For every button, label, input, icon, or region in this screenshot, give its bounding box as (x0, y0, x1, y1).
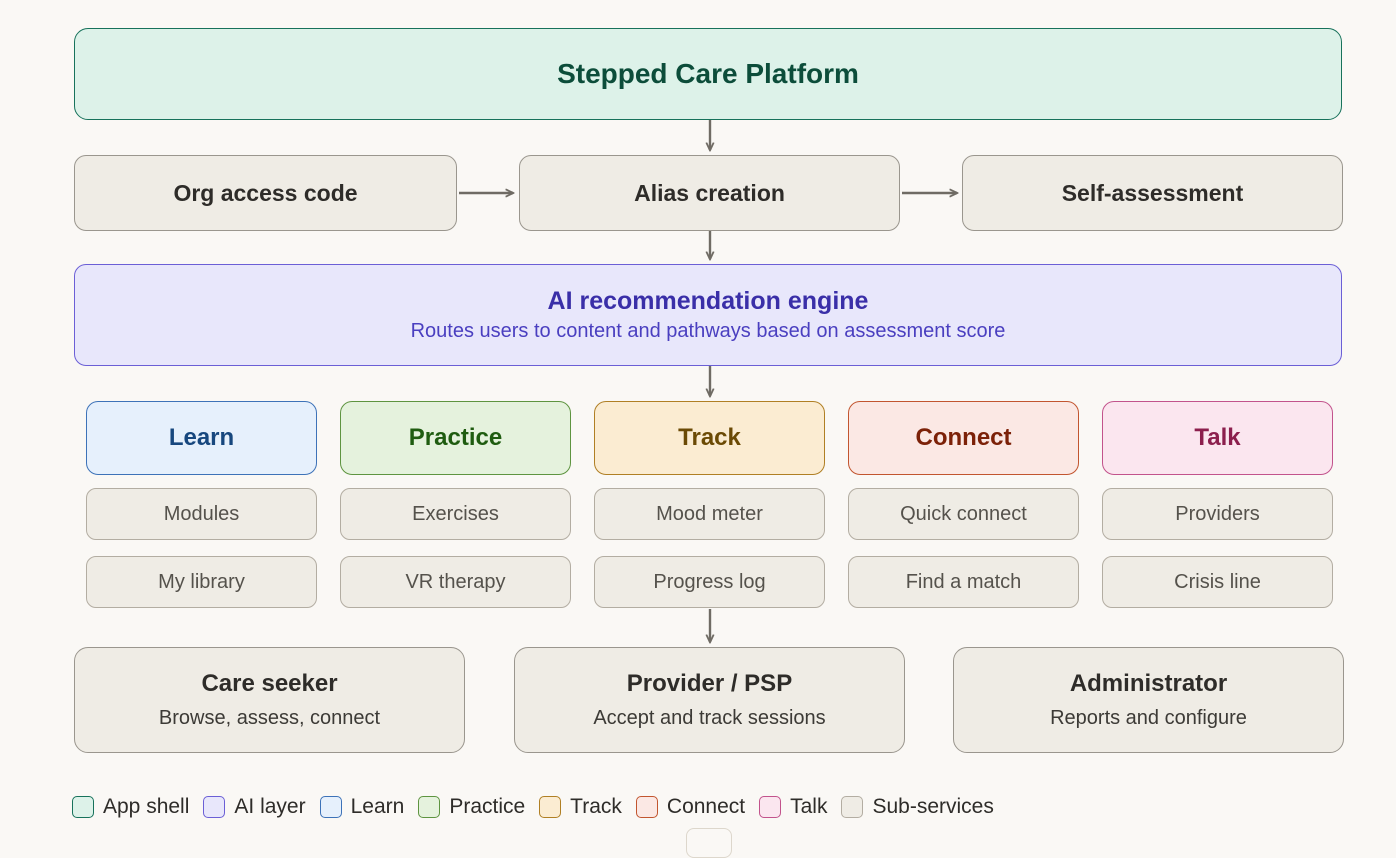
category-label: Talk (1194, 424, 1241, 452)
role-title: Care seeker (201, 670, 338, 698)
category-card-talk[interactable]: Talk (1102, 401, 1333, 475)
legend-label: Practice (449, 795, 526, 818)
sub-service-label: Quick connect (900, 502, 1027, 525)
ai-engine-subtitle: Routes users to content and pathways bas… (410, 320, 1006, 343)
role-title: Administrator (1069, 670, 1228, 698)
legend-label: App shell (103, 795, 190, 818)
sub-service-label: Modules (163, 502, 240, 525)
legend-item-ai-layer: AI layer (203, 795, 306, 819)
legend-swatch-icon (759, 796, 782, 818)
legend-swatch-icon (841, 796, 864, 818)
role-node-provider-psp[interactable]: Provider / PSP Accept and track sessions (514, 647, 905, 753)
legend-swatch-icon (635, 796, 658, 818)
sub-service-label: VR therapy (405, 570, 506, 593)
legend-label: Learn (350, 795, 405, 818)
role-subtitle: Reports and configure (1050, 706, 1247, 729)
ai-engine-node[interactable]: AI recommendation engine Routes users to… (74, 264, 1342, 366)
category-label: Connect (915, 424, 1012, 452)
role-title: Provider / PSP (626, 670, 793, 698)
flow-node-self-assessment[interactable]: Self-assessment (962, 155, 1343, 231)
sub-service-find-a-match[interactable]: Find a match (848, 556, 1079, 608)
flow-node-label: Alias creation (634, 179, 785, 206)
legend-swatch-icon (203, 796, 226, 818)
legend-swatch-icon (72, 796, 94, 818)
sub-service-label: Providers (1175, 502, 1260, 525)
sub-service-exercises[interactable]: Exercises (340, 488, 571, 540)
legend-item-track: Track (539, 795, 622, 819)
legend-item-practice: Practice (418, 795, 525, 819)
flow-node-label: Org access code (173, 179, 358, 206)
legend-label: Connect (666, 795, 746, 818)
sub-service-quick-connect[interactable]: Quick connect (848, 488, 1079, 540)
sub-service-label: Progress log (653, 570, 766, 593)
sub-service-modules[interactable]: Modules (86, 488, 317, 540)
role-node-administrator[interactable]: Administrator Reports and configure (953, 647, 1344, 753)
legend-item-talk: Talk (759, 795, 827, 819)
sub-service-progress-log[interactable]: Progress log (594, 556, 825, 608)
category-card-practice[interactable]: Practice (340, 401, 571, 475)
sub-service-label: Mood meter (656, 502, 763, 525)
flow-node-org-access-code[interactable]: Org access code (74, 155, 457, 231)
category-label: Practice (408, 424, 503, 452)
flow-node-alias-creation[interactable]: Alias creation (519, 155, 900, 231)
role-subtitle: Browse, assess, connect (158, 706, 381, 729)
clipped-node-bottom (686, 828, 732, 858)
connector-arrows (459, 120, 1396, 840)
legend-swatch-icon (539, 796, 562, 818)
sub-service-vr-therapy[interactable]: VR therapy (340, 556, 571, 608)
category-label: Learn (168, 424, 235, 452)
legend-item-app-shell: App shell (72, 795, 189, 819)
ai-engine-title: AI recommendation engine (547, 286, 869, 315)
sub-service-providers[interactable]: Providers (1102, 488, 1333, 540)
legend-swatch-icon (418, 796, 441, 818)
category-card-track[interactable]: Track (594, 401, 825, 475)
sub-service-label: My library (158, 570, 245, 593)
legend-swatch-icon (319, 796, 342, 818)
app-shell-label: Stepped Care Platform (557, 57, 859, 89)
app-shell-node[interactable]: Stepped Care Platform (74, 28, 1342, 120)
legend-item-learn: Learn (319, 795, 405, 819)
role-subtitle: Accept and track sessions (593, 706, 826, 729)
flow-node-label: Self-assessment (1061, 179, 1244, 206)
legend-label: Sub-services (872, 795, 994, 818)
category-card-connect[interactable]: Connect (848, 401, 1079, 475)
diagram-canvas: Stepped Care Platform Org access code Al… (72, 28, 1396, 858)
sub-service-label: Find a match (905, 570, 1022, 593)
legend-label: Talk (790, 795, 828, 818)
legend-label: AI layer (234, 795, 306, 818)
role-node-care-seeker[interactable]: Care seeker Browse, assess, connect (74, 647, 465, 753)
sub-service-crisis-line[interactable]: Crisis line (1102, 556, 1333, 608)
sub-service-mood-meter[interactable]: Mood meter (594, 488, 825, 540)
sub-service-label: Crisis line (1174, 570, 1261, 593)
sub-service-my-library[interactable]: My library (86, 556, 317, 608)
legend-item-connect: Connect (635, 795, 746, 819)
legend: App shell AI layer Learn Practice Track … (72, 790, 994, 824)
legend-item-sub-services: Sub-services (841, 795, 994, 819)
sub-service-label: Exercises (412, 502, 499, 525)
category-label: Track (678, 424, 741, 452)
category-card-learn[interactable]: Learn (86, 401, 317, 475)
legend-label: Track (570, 795, 622, 818)
